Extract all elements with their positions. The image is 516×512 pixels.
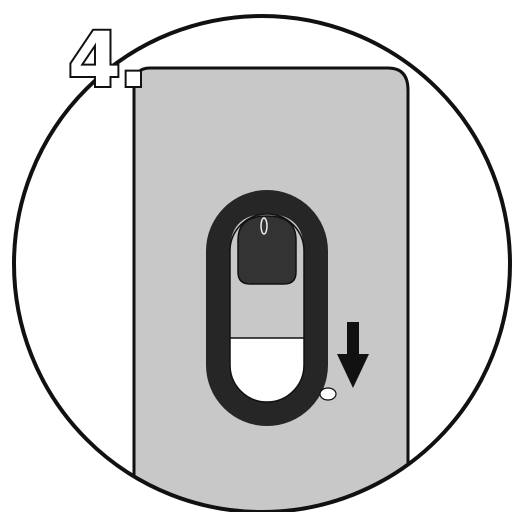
slide-slot-nub [320,388,336,400]
slide-switch [206,190,336,426]
step-number: 4. [68,22,146,98]
